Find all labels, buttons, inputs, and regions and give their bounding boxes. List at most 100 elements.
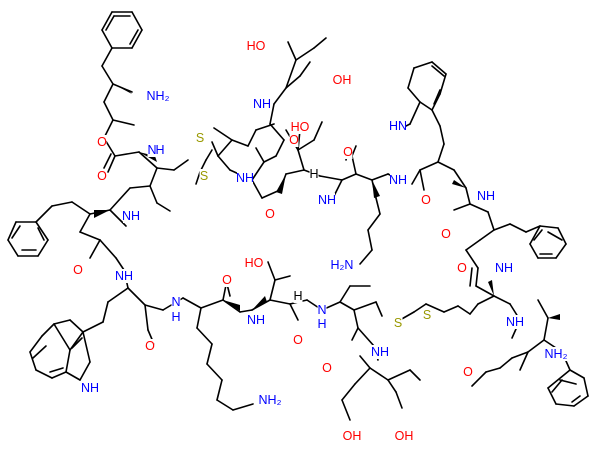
atom-label-bg xyxy=(544,347,568,361)
atom-label-o-8: O xyxy=(463,365,473,379)
atom-label-bg xyxy=(309,167,319,181)
bond-78 xyxy=(216,399,234,411)
atom-label-bg xyxy=(147,143,157,157)
bond-192 xyxy=(269,103,275,125)
bond-152 xyxy=(419,101,433,111)
stereo-wedge-4 xyxy=(252,296,267,310)
bond-196 xyxy=(285,59,297,89)
bond-169 xyxy=(351,145,357,157)
bond-18 xyxy=(103,153,112,169)
atom-label-s-1: S xyxy=(196,131,204,145)
bond-66 xyxy=(82,331,91,363)
atom-label-bg xyxy=(344,429,360,443)
atom-label-nh-11: NH xyxy=(477,189,495,203)
bond-113 xyxy=(413,303,427,313)
bond-55 xyxy=(29,351,37,371)
bond-22 xyxy=(173,159,189,171)
stereo-wedge-2 xyxy=(94,210,110,218)
bond-58 xyxy=(65,349,71,373)
bond-101 xyxy=(357,327,375,347)
bond-9 xyxy=(101,47,113,67)
bond-44 xyxy=(89,239,101,259)
bond-94 xyxy=(339,301,355,311)
bond-15 xyxy=(112,119,135,126)
bond-8 xyxy=(105,15,115,31)
atom-label-oh-1: OH xyxy=(343,429,362,443)
bond-76 xyxy=(206,363,223,381)
bond-30 xyxy=(79,213,91,233)
bond-175 xyxy=(359,249,373,265)
bond-173 xyxy=(367,213,381,231)
atom-label-s-4: S xyxy=(423,308,431,322)
bond-27 xyxy=(109,187,131,211)
bond-49 xyxy=(102,301,109,323)
bond-213 xyxy=(527,339,545,353)
bond-84 xyxy=(239,309,253,313)
bond-225 xyxy=(547,387,557,405)
bond-35 xyxy=(7,221,17,241)
atom-label-bg xyxy=(258,393,282,407)
bond-24 xyxy=(129,185,151,189)
atom-label-o-5: O xyxy=(222,273,232,287)
bond-32 xyxy=(51,201,73,207)
bond-87 xyxy=(267,261,276,281)
atom-label-bg xyxy=(507,315,523,329)
bond-172 xyxy=(375,197,381,215)
bond-19 xyxy=(114,151,140,157)
bond-12 xyxy=(103,101,114,121)
atom-label-ho-1: HO xyxy=(245,256,264,270)
bond-79 xyxy=(232,403,254,411)
atom-label-nh-6: NH xyxy=(247,313,265,327)
bond-157 xyxy=(439,73,447,95)
bond-178 xyxy=(285,169,305,175)
bond-191 xyxy=(269,123,285,141)
bond-127 xyxy=(479,229,495,241)
bond-174 xyxy=(367,229,373,251)
bond-223 xyxy=(573,395,589,407)
bond-164 xyxy=(371,173,389,181)
atom-label-n-7: N xyxy=(317,303,326,317)
bond-119 xyxy=(493,295,511,305)
bond-111 xyxy=(409,369,421,381)
bond-126 xyxy=(465,239,481,251)
bond-189 xyxy=(275,139,285,157)
atom-label-bg xyxy=(171,310,181,324)
stereo-wedge-3 xyxy=(223,300,240,311)
bond-165 xyxy=(355,173,373,181)
bond-116 xyxy=(457,305,471,315)
bond-layer xyxy=(7,11,589,421)
bond-139 xyxy=(533,229,543,241)
bond-52 xyxy=(53,319,71,325)
atom-label-bg xyxy=(330,258,354,272)
atom-label-o-3: O xyxy=(73,263,83,277)
atom-label-nh-2: NH xyxy=(122,209,140,223)
atom-label-bg xyxy=(222,273,232,287)
atom-label-bg xyxy=(292,120,308,134)
bond-117 xyxy=(469,303,479,315)
atom-label-bg xyxy=(422,308,432,322)
bond-74 xyxy=(196,327,213,345)
bond-106 xyxy=(341,399,351,421)
bond-75 xyxy=(206,343,213,365)
bond-181 xyxy=(297,149,305,171)
bond-153 xyxy=(407,87,421,103)
atom-label-bg xyxy=(317,317,327,331)
atom-label-bg xyxy=(421,193,431,207)
atom-label-o-9: O xyxy=(457,261,467,275)
atom-label-oh-3: OH xyxy=(333,73,352,87)
atom-label-s-3: S xyxy=(394,316,402,330)
bond-210 xyxy=(205,149,213,161)
atom-label-bg xyxy=(155,143,165,157)
bond-110 xyxy=(387,369,411,381)
atom-label-o-1: O xyxy=(97,135,107,149)
atom-label-bg xyxy=(334,73,350,87)
atom-label-o-2: O xyxy=(97,169,107,183)
bond-61 xyxy=(32,345,47,359)
bond-183 xyxy=(297,139,315,151)
bond-125 xyxy=(465,249,479,269)
bond-186 xyxy=(251,179,263,199)
bond-36 xyxy=(7,239,19,257)
atom-label-bg xyxy=(319,193,335,207)
atom-label-bg xyxy=(73,263,83,277)
